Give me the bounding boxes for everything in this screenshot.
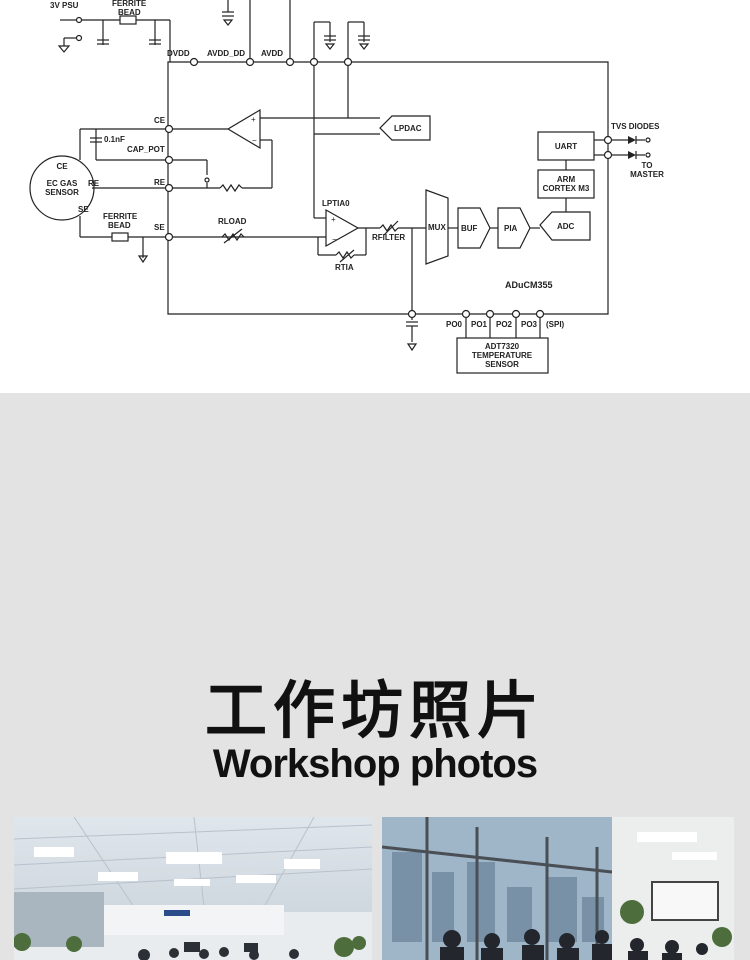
lptia-label: LPTIA0 xyxy=(322,199,350,208)
avdd-label: AVDD xyxy=(261,49,283,58)
lptia-minus: − xyxy=(332,235,337,244)
office-photo-left xyxy=(14,817,372,960)
se-pin-label: SE xyxy=(154,223,165,232)
sensor-ce-label: CE xyxy=(56,162,68,171)
tvs-label: TVS DIODES xyxy=(611,122,660,131)
rfilter-label: RFILTER xyxy=(372,233,405,242)
ce-amp-minus: − xyxy=(252,136,257,145)
uart-label: UART xyxy=(555,142,577,151)
rtia-label: RTIA xyxy=(335,263,354,272)
sensor-re-label: RE xyxy=(88,179,100,188)
cap-pot-label: CAP_POT xyxy=(127,145,165,154)
pia-label: PIA xyxy=(504,224,518,233)
po2-label: PO2 xyxy=(496,320,513,329)
office-photo-right xyxy=(382,817,734,960)
cap-value-label: 0.1nF xyxy=(104,135,125,144)
lpdac-label: LPDAC xyxy=(394,124,422,133)
lptia-plus: + xyxy=(331,215,336,224)
mux-label: MUX xyxy=(428,223,446,232)
ce-pin-label: CE xyxy=(154,116,166,125)
rload-label: RLOAD xyxy=(218,217,247,226)
adc-label: ADC xyxy=(557,222,575,231)
sensor-se-label: SE xyxy=(78,205,89,214)
dvdd-label: DVDD xyxy=(167,49,190,58)
ce-amp-plus: + xyxy=(251,115,256,124)
po3-label: PO3 xyxy=(521,320,538,329)
po1-label: PO1 xyxy=(471,320,488,329)
avdd-dd-label: AVDD_DD xyxy=(207,49,245,58)
psu-label: 3V PSU xyxy=(50,1,79,10)
chip-label: ADuCM355 xyxy=(505,280,553,290)
section-title-cn: 工作坊照片 xyxy=(204,674,545,747)
re-pin-label: RE xyxy=(154,178,166,187)
buf-label: BUF xyxy=(461,224,478,233)
section-title-en: Workshop photos xyxy=(212,742,538,786)
po0-label: PO0 xyxy=(446,320,463,329)
spi-label: (SPI) xyxy=(546,320,565,329)
